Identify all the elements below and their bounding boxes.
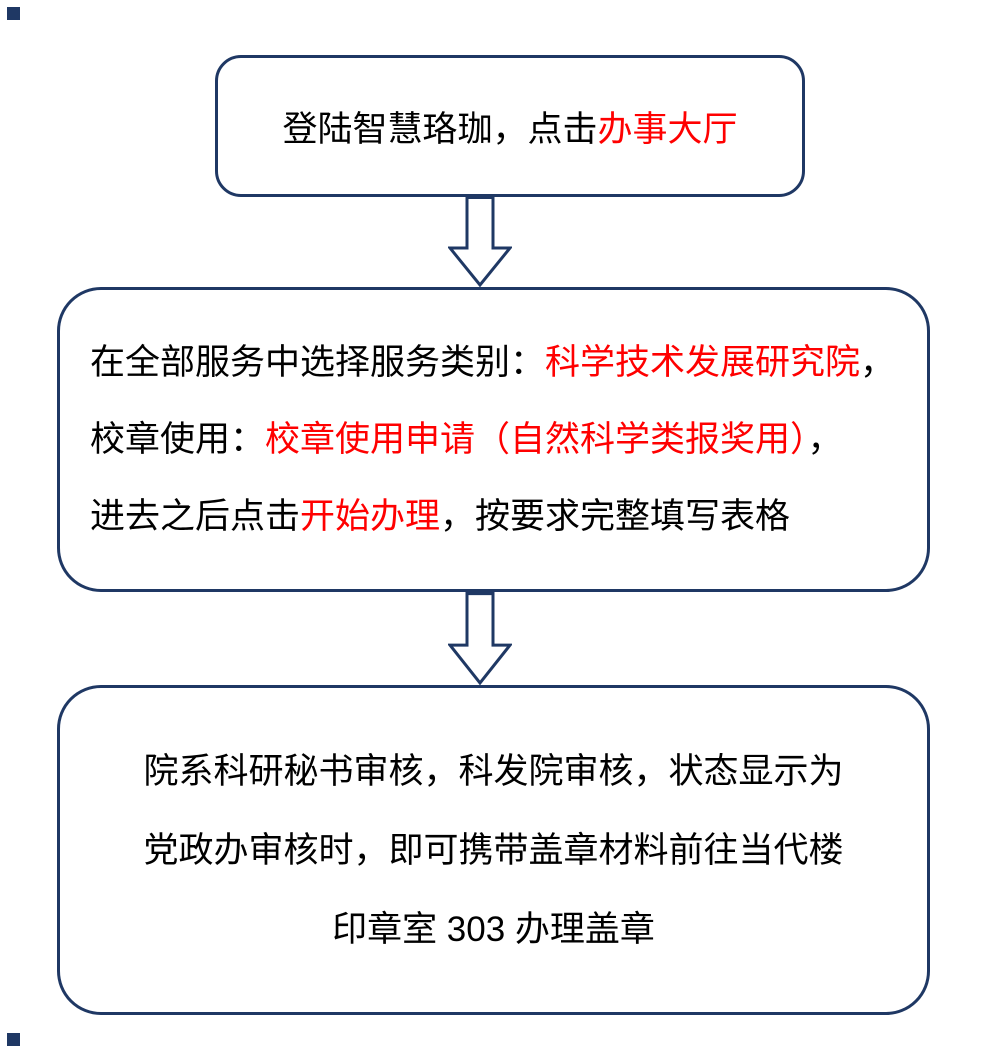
text-segment: ， <box>860 343 896 382</box>
highlight-text-segment: 办事大厅 <box>597 109 738 149</box>
flow-line: 校章使用：校章使用申请（自然科学类报奖用）， <box>90 401 897 478</box>
highlight-text-segment: 开始办理 <box>300 497 441 536</box>
text-segment: 在全部服务中选择服务类别： <box>90 343 546 382</box>
anchor-marker-top-left <box>7 7 20 20</box>
down-arrow-2 <box>448 592 512 685</box>
flow-box-step-1: 登陆智慧珞珈，点击办事大厅 <box>215 55 805 197</box>
text-segment: ， <box>807 420 843 459</box>
text-segment: ，按要求完整填写表格 <box>440 497 791 536</box>
text-segment: 印章室 303 办理盖章 <box>332 909 655 949</box>
text-segment: 党政办审核时，即可携带盖章材料前往当代楼 <box>143 830 844 870</box>
flow-line: 印章室 303 办理盖章 <box>90 890 897 969</box>
flow-box-step-3: 院系科研秘书审核，科发院审核，状态显示为 党政办审核时，即可携带盖章材料前往当代… <box>57 685 930 1015</box>
anchor-marker-bottom-left <box>7 1033 20 1046</box>
flow-line: 在全部服务中选择服务类别：科学技术发展研究院， <box>90 324 897 401</box>
text-segment: 登陆智慧珞珈，点击 <box>282 109 598 149</box>
down-arrow-icon <box>448 196 512 287</box>
flow-line: 登陆智慧珞珈，点击办事大厅 <box>282 101 737 152</box>
text-segment: 校章使用： <box>90 420 266 459</box>
text-segment: 院系科研秘书审核，科发院审核，状态显示为 <box>143 751 844 791</box>
flow-box-step-2: 在全部服务中选择服务类别：科学技术发展研究院， 校章使用：校章使用申请（自然科学… <box>57 287 930 592</box>
highlight-text-segment: 科学技术发展研究院 <box>545 343 861 382</box>
highlight-text-segment: 校章使用申请（自然科学类报奖用） <box>265 420 808 459</box>
flow-line: 党政办审核时，即可携带盖章材料前往当代楼 <box>90 811 897 890</box>
down-arrow-icon <box>448 592 512 685</box>
flow-line: 进去之后点击开始办理，按要求完整填写表格 <box>90 478 897 555</box>
down-arrow-1 <box>448 196 512 287</box>
text-segment: 进去之后点击 <box>90 497 301 536</box>
flow-line: 院系科研秘书审核，科发院审核，状态显示为 <box>90 732 897 811</box>
